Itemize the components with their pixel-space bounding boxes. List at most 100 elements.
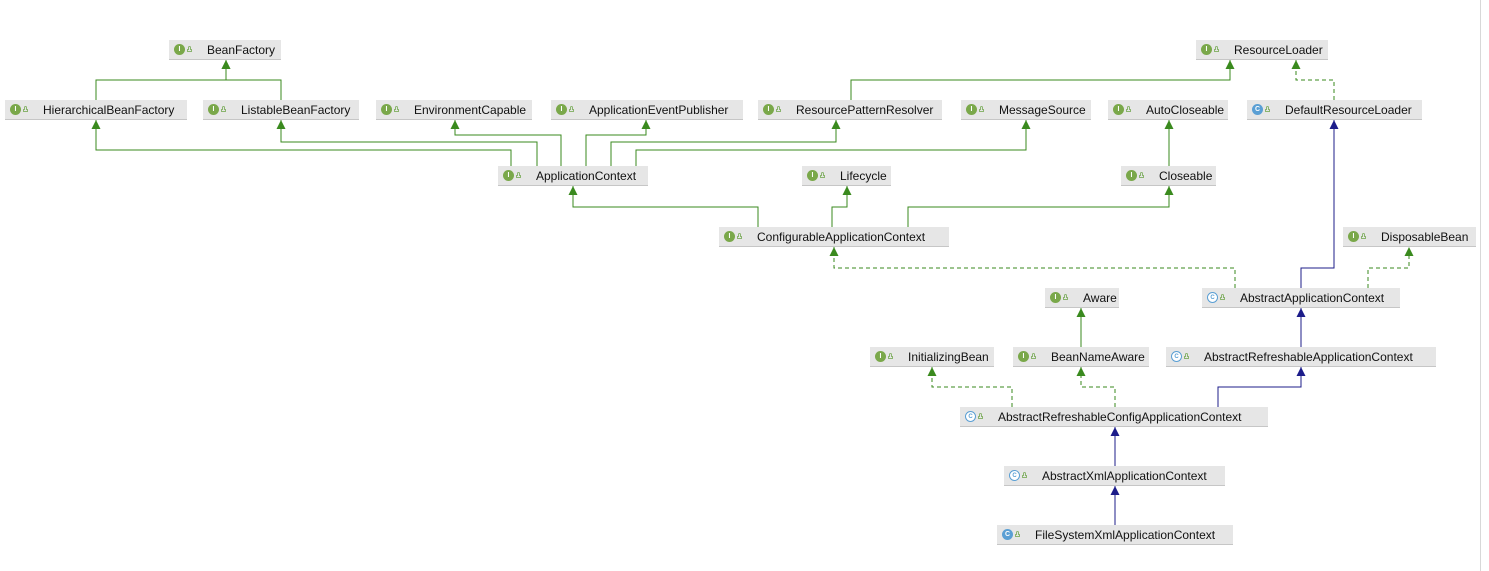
node-label: EnvironmentCapable	[414, 102, 527, 117]
node-label: ApplicationEventPublisher	[589, 102, 729, 117]
node-message-source[interactable]: I MessageSource	[961, 100, 1091, 120]
interface-icon: I	[556, 104, 567, 115]
class-icon: C	[1002, 529, 1013, 540]
public-visibility-icon	[1184, 353, 1191, 360]
edge-arrowhead	[221, 60, 231, 69]
edge-arrowhead	[1076, 308, 1086, 317]
edge-configurable-application-context-to-lifecycle	[831, 186, 852, 227]
edge-arrowhead	[1404, 247, 1414, 256]
edge-line	[610, 120, 837, 166]
edge-application-context-to-message-source	[635, 120, 1031, 166]
edge-abstract-refreshable-config-application-context-to-initializing-bean	[927, 367, 1013, 407]
abstract-class-icon: C	[1207, 292, 1218, 303]
edge-application-context-to-resource-pattern-resolver	[610, 120, 841, 166]
node-label: AbstractRefreshableApplicationContext	[1204, 349, 1413, 364]
node-label: BeanNameAware	[1051, 349, 1145, 364]
node-label: ListableBeanFactory	[241, 102, 351, 117]
node-label: InitializingBean	[908, 349, 989, 364]
edge-arrowhead	[1164, 186, 1174, 195]
interface-icon: I	[10, 104, 21, 115]
edge-application-context-to-hierarchical-bean-factory	[91, 120, 512, 166]
interface-icon: I	[1113, 104, 1124, 115]
public-visibility-icon	[1361, 233, 1368, 240]
node-listable-bean-factory[interactable]: I ListableBeanFactory	[203, 100, 359, 120]
public-visibility-icon	[394, 106, 401, 113]
node-initializing-bean[interactable]: I InitializingBean	[870, 347, 994, 367]
interface-icon: I	[208, 104, 219, 115]
interface-icon: I	[503, 170, 514, 181]
edge-application-context-to-environment-capable	[450, 120, 562, 166]
node-closeable[interactable]: I Closeable	[1121, 166, 1216, 186]
node-label: Closeable	[1159, 168, 1213, 183]
node-label: Aware	[1083, 290, 1117, 305]
edge-configurable-application-context-to-closeable	[907, 186, 1174, 227]
interface-icon: I	[966, 104, 977, 115]
node-label: ConfigurableApplicationContext	[757, 229, 926, 244]
class-icon: C	[1252, 104, 1263, 115]
edge-line	[280, 120, 538, 166]
edge-line	[635, 120, 1027, 166]
interface-icon: I	[724, 231, 735, 242]
abstract-class-icon: C	[1171, 351, 1182, 362]
interface-icon: I	[381, 104, 392, 115]
node-default-resource-loader[interactable]: C DefaultResourceLoader	[1247, 100, 1422, 120]
edge-arrowhead	[829, 247, 839, 256]
abstract-class-icon: C	[965, 411, 976, 422]
node-label: FileSystemXmlApplicationContext	[1035, 527, 1216, 542]
edge-line	[1300, 120, 1335, 288]
node-label: DefaultResourceLoader	[1285, 102, 1412, 117]
edge-line	[831, 186, 848, 227]
node-configurable-application-context[interactable]: I ConfigurableApplicationContext	[719, 227, 949, 247]
edge-arrowhead	[1164, 120, 1174, 129]
node-bean-name-aware[interactable]: I BeanNameAware	[1013, 347, 1149, 367]
interface-icon: I	[1126, 170, 1137, 181]
edge-line	[454, 120, 562, 166]
public-visibility-icon	[1063, 294, 1070, 301]
edge-arrowhead	[1291, 60, 1301, 69]
edge-closeable-to-auto-closeable	[1164, 120, 1174, 166]
edge-arrowhead	[450, 120, 460, 129]
node-label: ResourceLoader	[1234, 42, 1323, 57]
interface-icon: I	[174, 44, 185, 55]
edge-line	[1367, 247, 1410, 288]
edge-arrowhead	[1296, 308, 1306, 317]
edge-bean-name-aware-to-aware	[1076, 308, 1086, 347]
public-visibility-icon	[776, 106, 783, 113]
edge-line	[1295, 60, 1335, 100]
interface-icon: I	[1018, 351, 1029, 362]
node-abstract-refreshable-application-context[interactable]: C AbstractRefreshableApplicationContext	[1166, 347, 1436, 367]
edge-line	[225, 60, 282, 100]
node-label: ResourcePatternResolver	[796, 102, 934, 117]
node-environment-capable[interactable]: I EnvironmentCapable	[376, 100, 532, 120]
edge-arrowhead	[927, 367, 937, 376]
node-file-system-xml-application-context[interactable]: C FileSystemXmlApplicationContext	[997, 525, 1233, 545]
public-visibility-icon	[1126, 106, 1133, 113]
interface-icon: I	[875, 351, 886, 362]
edge-arrowhead	[1110, 486, 1120, 495]
edge-resource-pattern-resolver-to-resource-loader	[850, 60, 1235, 100]
public-visibility-icon	[1139, 172, 1146, 179]
edge-arrowhead	[568, 186, 578, 195]
public-visibility-icon	[569, 106, 576, 113]
node-application-event-publisher[interactable]: I ApplicationEventPublisher	[551, 100, 743, 120]
public-visibility-icon	[979, 106, 986, 113]
node-label: MessageSource	[999, 102, 1086, 117]
edge-line	[850, 60, 1231, 100]
edge-arrowhead	[1021, 120, 1031, 129]
edge-arrowhead	[641, 120, 651, 129]
edge-abstract-xml-application-context-to-abstract-refreshable-config-application-context	[1110, 427, 1120, 466]
public-visibility-icon	[1265, 106, 1272, 113]
edge-line	[907, 186, 1170, 227]
